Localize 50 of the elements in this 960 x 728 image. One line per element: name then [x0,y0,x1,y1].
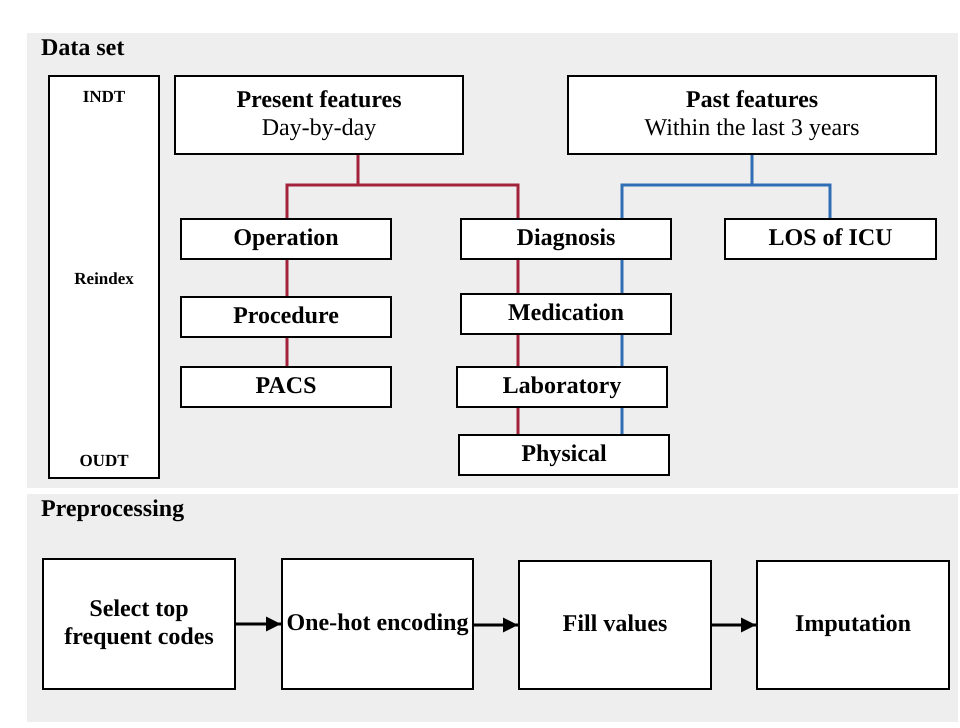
box-title: Imputation [794,611,912,639]
box-title: PACS [256,373,316,401]
box-subtitle: Day-by-day [262,115,376,143]
process-box [180,296,392,338]
box-title: Operation [233,225,339,253]
panel-background [27,494,958,722]
connector-line [620,335,624,366]
connector-line [750,155,832,218]
panel-title: Preprocessing [41,496,184,523]
box-title: Present features [236,87,402,115]
connector-line [516,408,520,434]
process-box [456,366,668,408]
box-title: Medication [508,300,624,328]
arrow [474,618,518,632]
box-title: Laboratory [502,373,622,401]
process-box [756,560,950,690]
process-box [180,218,392,260]
box-subtitle: Within the last 3 years [644,115,860,143]
connector-line [516,260,520,293]
process-box [180,366,392,408]
box-title: Past features [686,87,818,115]
box-title: LOS of ICU [768,225,893,253]
panel-title: Data set [41,35,124,62]
time-label: INDT [82,87,126,107]
box-title: One-hot encoding [286,610,468,638]
connector-line [516,335,520,366]
box-title: Fill values [562,611,668,639]
box-title: Procedure [233,303,339,331]
time-label: Reindex [74,269,134,289]
process-box [458,434,670,476]
box-title: Diagnosis [516,225,616,253]
box-title: Physical [521,441,607,469]
arrow [712,618,756,632]
process-box [724,218,937,260]
connector-line [620,260,624,293]
connector-line [286,338,288,366]
process-box [567,75,937,155]
panel-background [27,33,958,488]
process-box [460,218,672,260]
process-box [281,558,474,690]
connector-line [286,260,288,296]
process-box [42,558,236,690]
process-box [518,560,712,690]
process-box [174,75,464,155]
box-title: Select top frequent codes [63,596,215,652]
connector-line [620,408,624,434]
arrow [236,616,281,632]
time-label: OUDT [79,451,129,471]
process-box [460,293,672,335]
time-range-box [48,75,160,479]
